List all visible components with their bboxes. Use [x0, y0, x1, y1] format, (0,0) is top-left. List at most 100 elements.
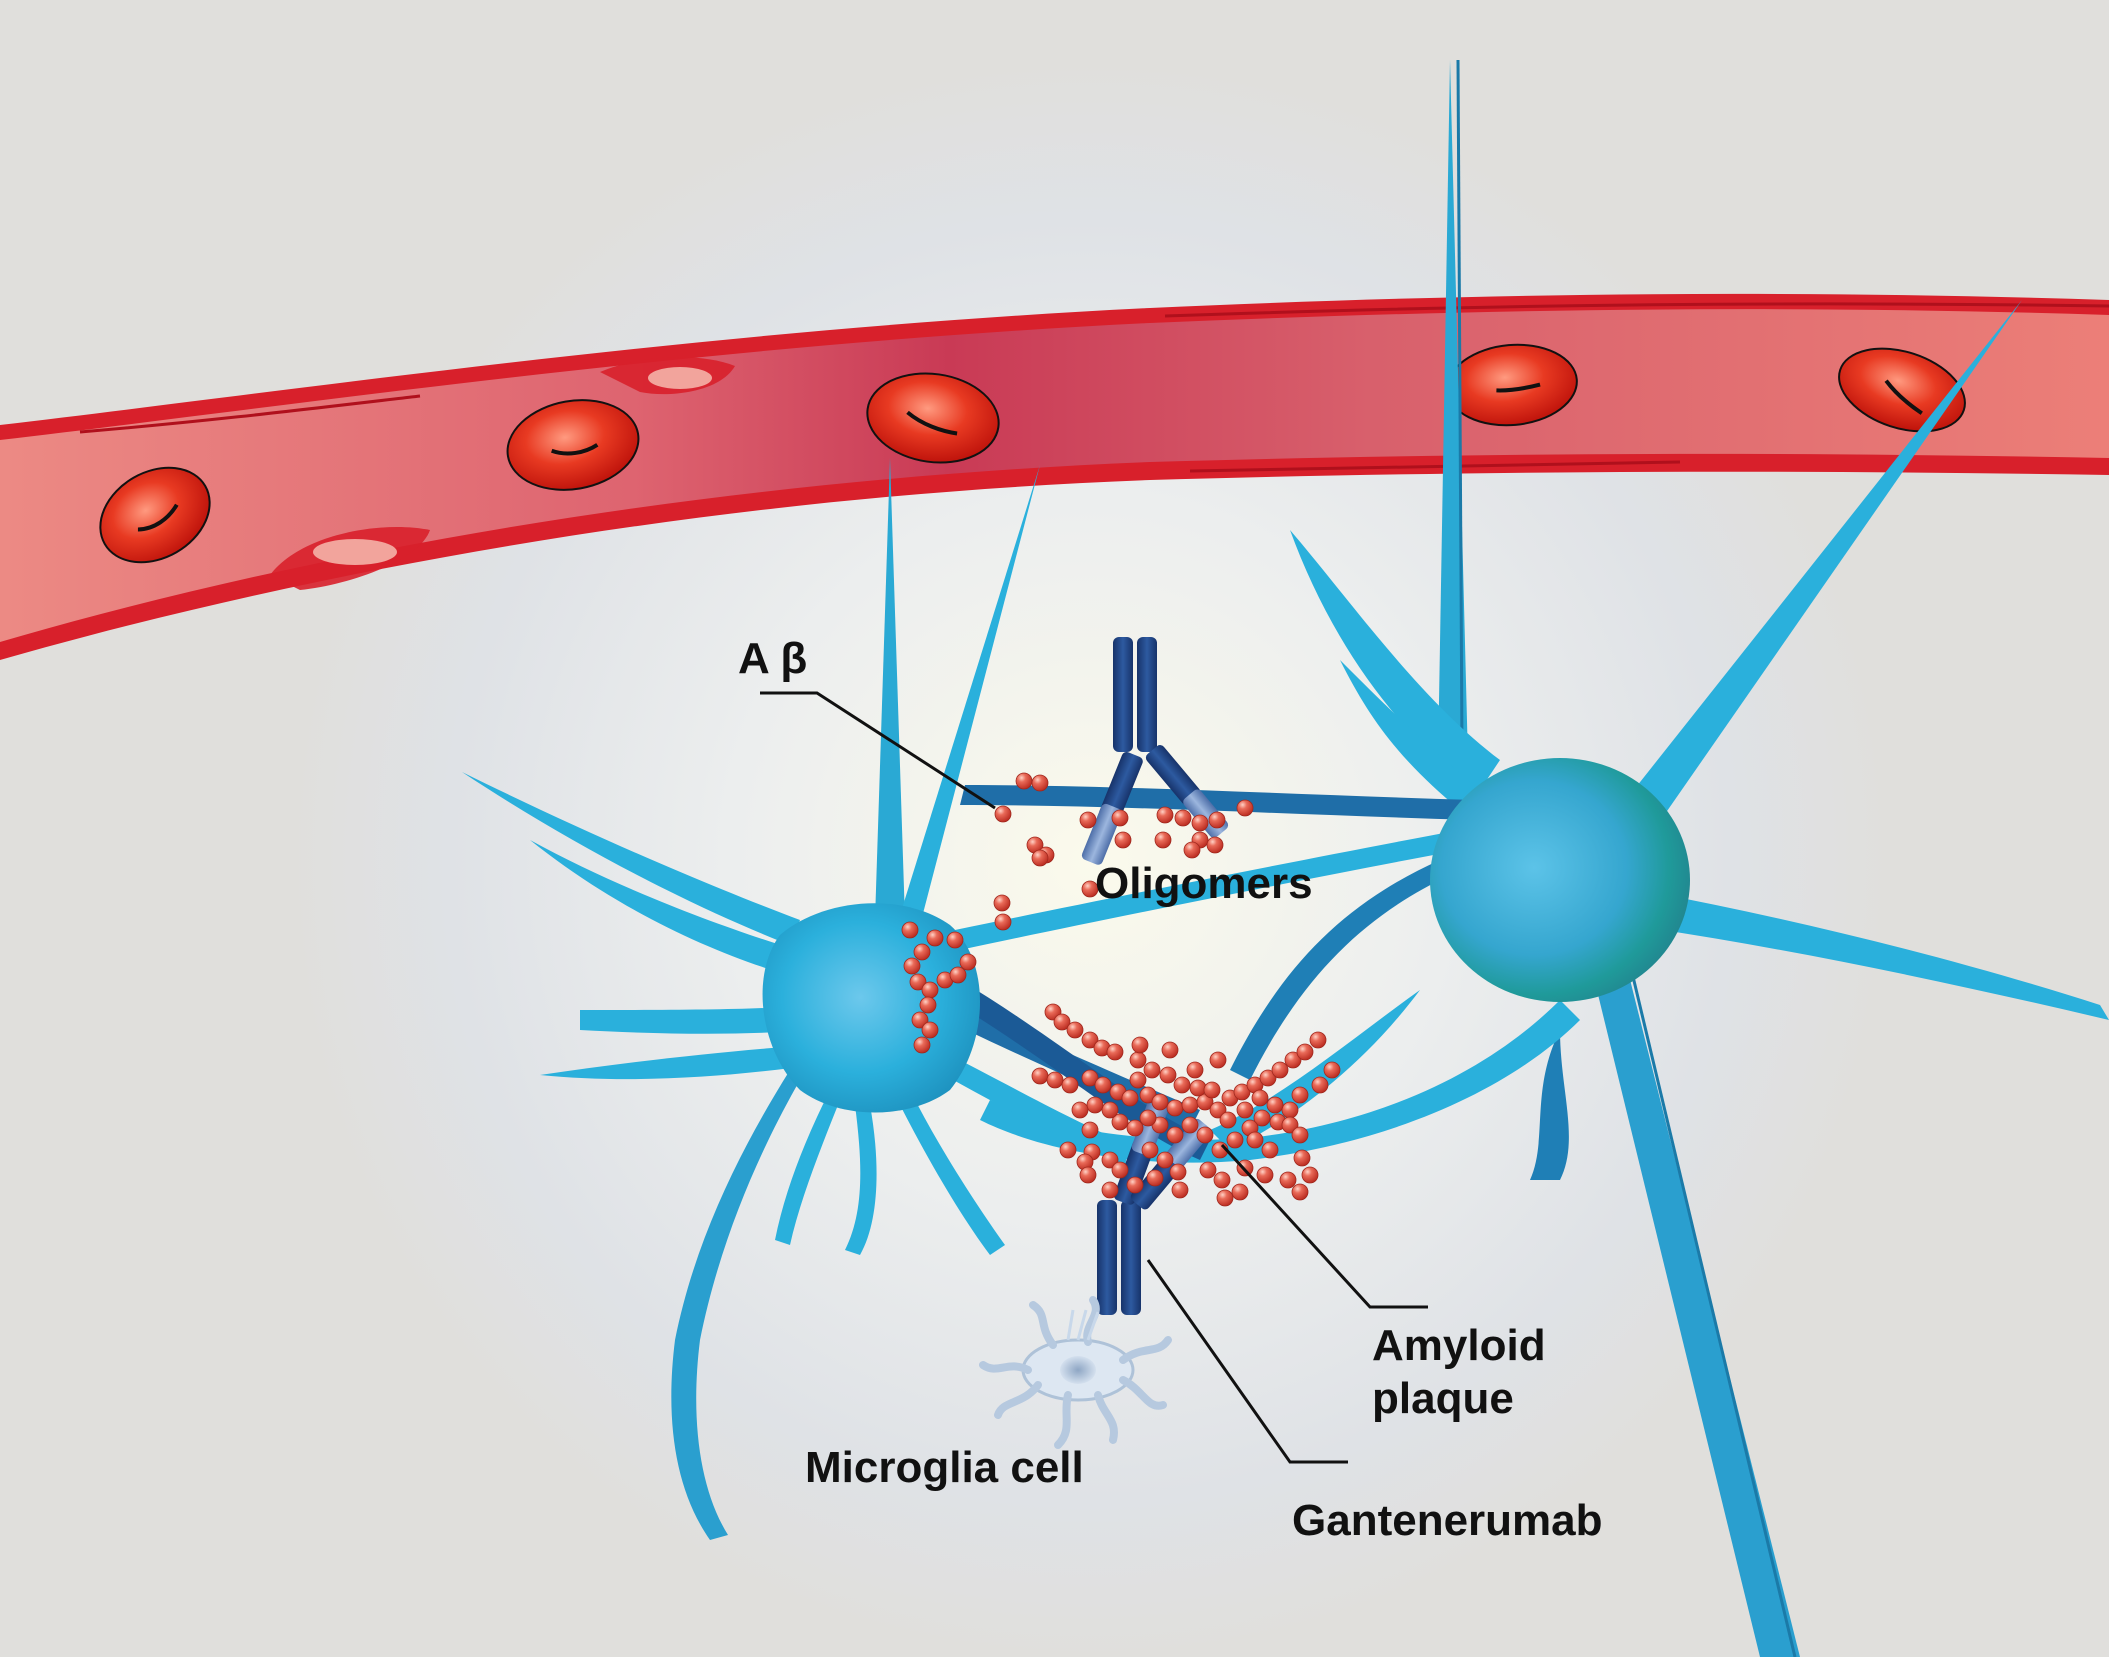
amyloid-beta-particle — [1181, 1116, 1199, 1134]
amyloid-beta-particle — [1046, 1071, 1064, 1089]
amyloid-beta-particle — [913, 943, 931, 961]
amyloid-beta-particle — [1219, 1111, 1237, 1129]
neuron-dendrite — [775, 1090, 840, 1245]
red-blood-cell — [866, 372, 1000, 464]
neuron-axon — [671, 1070, 800, 1540]
endothelial-nucleus-top — [648, 367, 712, 389]
amyloid-beta-particle — [1154, 831, 1172, 849]
neuron-soma — [762, 903, 980, 1113]
amyloid-beta-particle — [1281, 1116, 1299, 1134]
microglia-cell — [979, 1296, 1172, 1449]
amyloid-plaque-leader-line — [1220, 1143, 1428, 1309]
amyloid-beta-particle — [1031, 774, 1049, 792]
amyloid-beta-particle — [1141, 1141, 1159, 1159]
amyloid-beta-particle — [1143, 1061, 1161, 1079]
amyloid-beta-particle — [1146, 1169, 1164, 1187]
amyloid-beta-particle — [1081, 1069, 1099, 1087]
amyloid-beta-particle — [919, 996, 937, 1014]
red-blood-cells — [99, 343, 1966, 564]
amyloid-beta-particle — [1293, 1149, 1311, 1167]
amyloid-beta-particle — [1111, 1113, 1129, 1131]
amyloid-beta-particle — [1279, 1171, 1297, 1189]
neuron-axon — [1570, 860, 1800, 1657]
amyloid-beta-particle — [1183, 841, 1201, 859]
amyloid-beta-particle — [1206, 836, 1224, 854]
amyloid-beta-particle — [1291, 1086, 1309, 1104]
red-blood-cell — [506, 399, 640, 491]
amyloid-beta-particle — [1079, 1166, 1097, 1184]
red-blood-cell — [99, 466, 211, 564]
amyloid-beta-particle — [1169, 1163, 1187, 1181]
neuron-connection — [960, 785, 1475, 820]
amyloid-beta-particle — [1233, 1083, 1251, 1101]
neuron-dendrite — [540, 1045, 815, 1080]
abeta-label: A β — [738, 634, 807, 683]
neuron-dendrite — [1630, 890, 2109, 1020]
amyloid-beta-particle — [1101, 1151, 1119, 1169]
oligomers-label: Oligomers — [1095, 859, 1313, 908]
amyloid-beta-particle — [1209, 1051, 1227, 1069]
amyloid-beta-particle — [1203, 1081, 1221, 1099]
amyloid-beta-particle — [1213, 1171, 1231, 1189]
amyloid-beta-particle — [1236, 799, 1254, 817]
endothelial-nucleus-bottom — [313, 539, 397, 565]
amyloid-beta-particle — [1094, 1076, 1112, 1094]
amyloid-beta-particle — [911, 1011, 929, 1029]
neuron-dendrite — [1610, 300, 2022, 850]
amyloid-beta-particle — [1031, 849, 1049, 867]
amyloid-plaque-label-line1: Amyloid — [1372, 1321, 1546, 1370]
amyloid-beta-particle — [1071, 1101, 1089, 1119]
microglia-label: Microglia cell — [805, 1443, 1084, 1492]
amyloid-beta-particle — [1174, 809, 1192, 827]
amyloid-beta-particle — [909, 973, 927, 991]
vessel-lumen — [0, 309, 2109, 642]
amyloid-beta-particle — [993, 894, 1011, 912]
amyloid-beta-particle — [913, 1036, 931, 1054]
abeta-leader-line — [760, 691, 996, 810]
neuron-dendrite — [875, 458, 905, 920]
vessel-seam — [1164, 302, 2109, 318]
amyloid-beta-particle — [1271, 1061, 1289, 1079]
amyloid-beta-particle — [1281, 1101, 1299, 1119]
amyloid-beta-particle — [1081, 1031, 1099, 1049]
neuron-dendrite — [1530, 1030, 1569, 1180]
amyloid-beta-particle — [1284, 1051, 1302, 1069]
amyloid-beta-particle — [1139, 1109, 1157, 1127]
amyloid-beta-particle — [1166, 1099, 1184, 1117]
amyloid-beta-particle — [901, 921, 919, 939]
neuron-dendrite — [900, 465, 1040, 925]
amyloid-beta-particle — [1253, 1109, 1271, 1127]
neuron-dendrite — [462, 772, 800, 945]
amyloid-beta-particle — [1156, 1151, 1174, 1169]
gantenerumab-leader-line — [1146, 1259, 1348, 1464]
amyloid-beta-particle — [1231, 1183, 1249, 1201]
amyloid-beta-particle — [1236, 1101, 1254, 1119]
amyloid-beta-particle — [1159, 1066, 1177, 1084]
amyloid-beta-particle — [1199, 1161, 1217, 1179]
amyloid-beta-particle — [1181, 1096, 1199, 1114]
amyloid-beta-particle — [1209, 1101, 1227, 1119]
amyloid-beta-particle — [1126, 1119, 1144, 1137]
amyloid-beta-particle — [1259, 1069, 1277, 1087]
amyloid-beta-particle — [1216, 1189, 1234, 1207]
amyloid-beta-particle — [1166, 1126, 1184, 1144]
amyloid-beta-particle — [1114, 831, 1132, 849]
amyloid-beta-particle — [1301, 1166, 1319, 1184]
amyloid-beta-particle — [1031, 1067, 1049, 1085]
amyloid-beta-particle — [1053, 1013, 1071, 1031]
amyloid-beta-particle — [1266, 1096, 1284, 1114]
amyloid-beta-particle — [1081, 1121, 1099, 1139]
neuron-soma — [1430, 758, 1690, 1002]
amyloid-beta-particle — [949, 966, 967, 984]
amyloid-beta-particle — [1251, 1089, 1269, 1107]
amyloid-beta-particle — [1226, 1131, 1244, 1149]
amyloid-beta-particle — [1189, 1079, 1207, 1097]
amyloid-beta-particle — [1161, 1041, 1179, 1059]
amyloid-beta-particle — [1066, 1021, 1084, 1039]
amyloid-beta-particle — [1121, 1089, 1139, 1107]
amyloid-beta-particle — [1196, 1126, 1214, 1144]
amyloid-beta-particle — [1246, 1131, 1264, 1149]
neuron-dendrite — [1340, 660, 1480, 810]
neuron-dendrite — [845, 1105, 877, 1255]
